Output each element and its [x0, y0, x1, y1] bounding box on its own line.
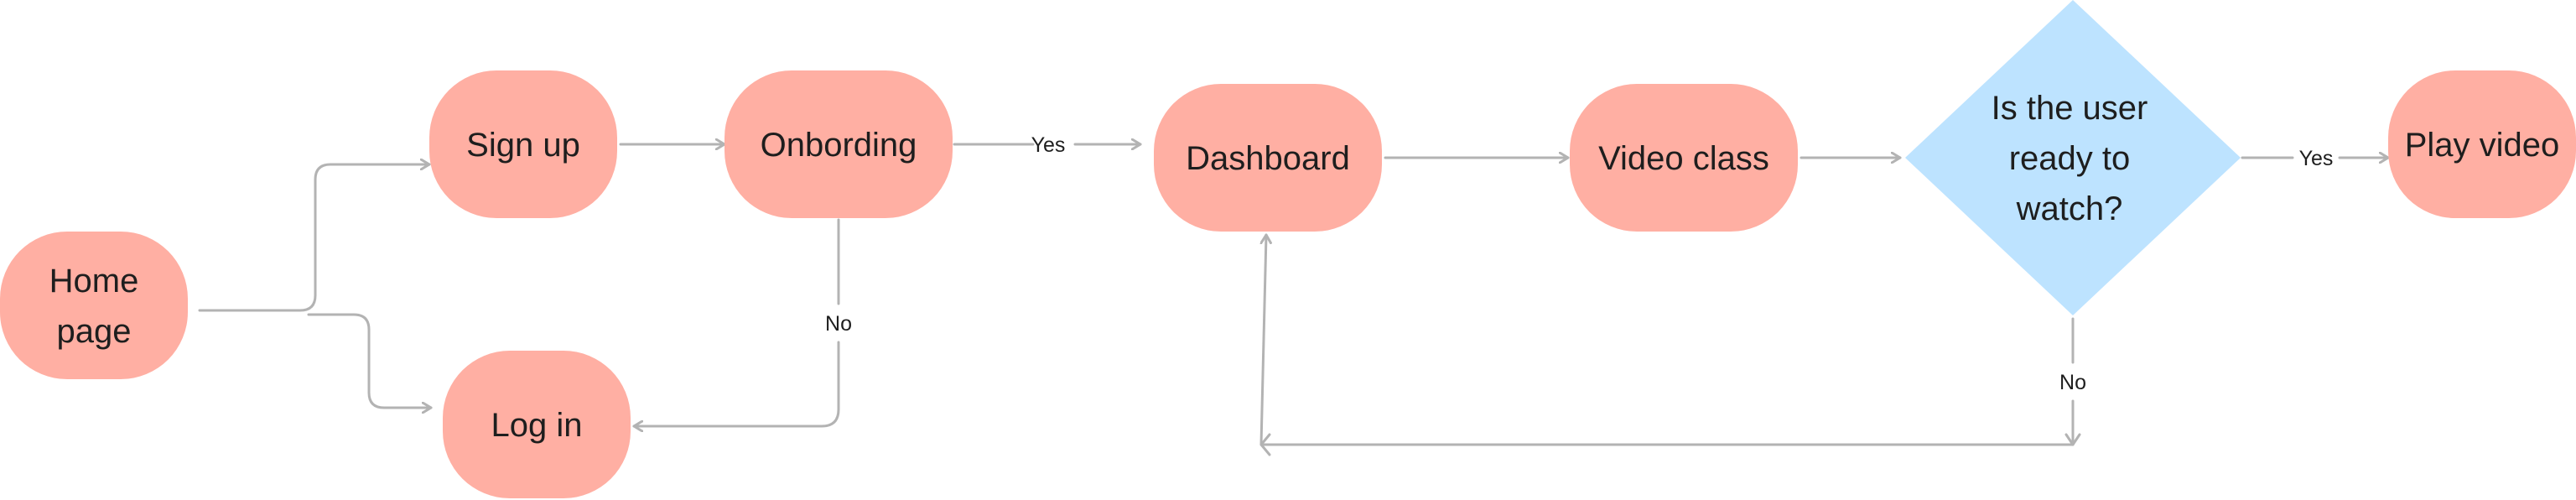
node-sign-up-shape — [429, 70, 617, 218]
node-onbording-label: Onbording — [761, 127, 917, 164]
edge-decision-to-dashboard — [1261, 235, 2075, 446]
node-decision-ready-to-watch[interactable]: Is the user ready to watch? — [1905, 0, 2241, 315]
edge-label-decision-yes: Yes — [2299, 147, 2334, 170]
node-home-page-shape — [0, 232, 188, 379]
node-play-video[interactable]: Play video — [2388, 70, 2576, 218]
node-dashboard-label: Dashboard — [1186, 140, 1350, 177]
edge-label-onbording-yes: Yes — [1031, 133, 1066, 157]
node-decision-label-line2: ready to — [2009, 140, 2131, 177]
node-home-page-label: Home — [49, 263, 139, 299]
node-video-class-shape — [1570, 84, 1798, 232]
edge-home-to-login — [307, 313, 433, 408]
node-video-class-label: Video class — [1598, 140, 1769, 177]
edge-dashboard-return-arrowtip — [1259, 433, 1271, 456]
node-log-in-label: Log in — [491, 407, 583, 444]
node-play-video-shape — [2388, 70, 2576, 218]
node-dashboard-shape — [1154, 84, 1382, 232]
node-home-page-label-line2: page — [57, 313, 132, 350]
node-sign-up[interactable]: Sign up — [429, 70, 617, 218]
node-play-video-label: Play video — [2405, 127, 2560, 164]
node-decision-label: Is the user — [1992, 90, 2148, 127]
node-home-page[interactable]: Home page — [0, 232, 188, 379]
node-decision-label-line3: watch? — [2016, 190, 2123, 227]
node-onbording[interactable]: Onbording — [724, 70, 953, 218]
edge-label-decision-no: No — [2059, 371, 2086, 394]
node-log-in[interactable]: Log in — [443, 351, 631, 498]
node-onbording-shape — [724, 70, 953, 218]
edge-onbording-to-login — [634, 218, 840, 426]
node-decision-shape — [1905, 0, 2241, 315]
node-log-in-shape — [443, 351, 631, 498]
node-video-class[interactable]: Video class — [1570, 84, 1798, 232]
node-dashboard[interactable]: Dashboard — [1154, 84, 1382, 232]
edge-label-onbording-no: No — [825, 312, 852, 336]
edge-decision-no-arrowtip — [2064, 433, 2081, 446]
node-sign-up-label: Sign up — [466, 127, 580, 164]
edge-home-to-signup — [198, 164, 431, 312]
